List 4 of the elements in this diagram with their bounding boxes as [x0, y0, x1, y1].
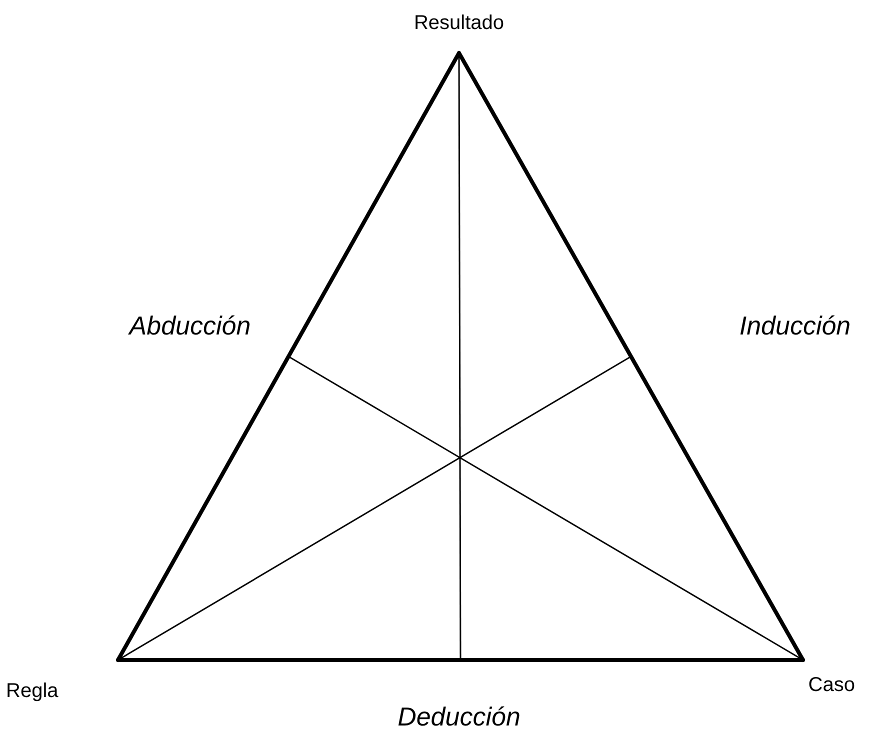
- vertex-label: Resultado: [414, 12, 504, 35]
- triangle-side: [116, 658, 805, 662]
- vertex-label: Caso: [808, 674, 855, 697]
- vertex-label: Regla: [6, 680, 58, 703]
